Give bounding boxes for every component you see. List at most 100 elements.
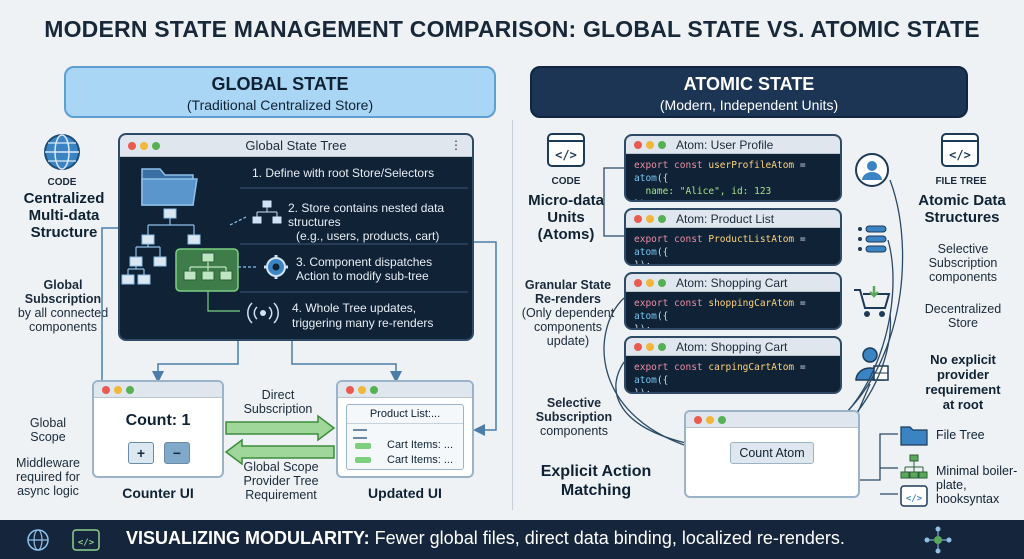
- atom-code: export const carpingCartAtom = atom({ })…: [626, 356, 840, 394]
- footer-banner: </> VISUALIZING MODULARITY: Fewer global…: [0, 520, 1024, 559]
- file-tree-code-icon: </>: [941, 133, 979, 167]
- minimize-dot-icon[interactable]: [114, 385, 122, 394]
- global-state-banner: GLOBAL STATE (Traditional Centralized St…: [64, 66, 496, 118]
- footer-rest: Fewer global files, direct data binding,…: [369, 528, 845, 548]
- close-dot-icon[interactable]: [634, 214, 642, 223]
- close-dot-icon[interactable]: [694, 415, 702, 424]
- step-3-text: 3. Component dispatches: [296, 255, 433, 269]
- code-file-icon: </>: [900, 485, 928, 507]
- centralized-structure-label: Centralized Multi-data Structure: [23, 190, 105, 241]
- updated-ui-label: Updated UI: [368, 485, 442, 501]
- folder-icon: [900, 426, 928, 446]
- close-dot-icon[interactable]: [634, 342, 642, 351]
- code-brace: ({: [656, 311, 669, 322]
- step-2-text: 2. Store contains nested data structures: [288, 201, 445, 229]
- footer-bold: VISUALIZING MODULARITY:: [126, 528, 370, 548]
- close-dot-icon[interactable]: [346, 385, 354, 394]
- more-menu-icon[interactable]: ⋮: [450, 138, 462, 152]
- file-tree-heading: FILE TREE: [935, 176, 987, 187]
- code-op: =: [794, 362, 806, 373]
- count-atom-window: Count Atom: [684, 410, 860, 498]
- code-function: atom: [634, 173, 657, 184]
- state-tree-illustration: [121, 168, 468, 324]
- count-atom-chip[interactable]: Count Atom: [730, 442, 814, 464]
- minimize-dot-icon[interactable]: [646, 214, 654, 223]
- maximize-dot-icon[interactable]: [370, 385, 378, 394]
- svg-text:</>: </>: [78, 538, 95, 548]
- code-line-2: name: "Alice", id: 123: [634, 186, 772, 197]
- decentralized-store-label: Decentralized Store: [924, 302, 1002, 330]
- granular-rerenders-label: Granular State Re-renders (Only dependen…: [514, 278, 622, 348]
- maximize-dot-icon[interactable]: [658, 214, 666, 223]
- svg-text:</>: </>: [555, 148, 577, 162]
- updated-window-titlebar: [338, 382, 472, 398]
- shopping-cart-icon: [854, 286, 891, 317]
- maximize-dot-icon[interactable]: [718, 415, 726, 424]
- maximize-dot-icon[interactable]: [126, 385, 134, 394]
- maximize-dot-icon[interactable]: [658, 140, 666, 149]
- atom-code: export const ProductListAtom = atom({ })…: [626, 228, 840, 266]
- atom-title: Atom: Shopping Cart: [676, 275, 788, 290]
- step-4-text: 4. Whole Tree updates,: [292, 301, 417, 315]
- maximize-dot-icon[interactable]: [658, 342, 666, 351]
- no-provider-label: No explicit provider requirement at root: [925, 352, 1001, 412]
- product-list-header: Product List:...: [347, 405, 463, 424]
- step-1-text: 1. Define with root Store/Selectors: [252, 166, 435, 180]
- atomic-state-banner: ATOMIC STATE (Modern, Independent Units): [530, 66, 968, 118]
- close-dot-icon[interactable]: [128, 141, 136, 150]
- minimize-dot-icon[interactable]: [646, 140, 654, 149]
- minimize-dot-icon[interactable]: [706, 415, 714, 424]
- footer-globe-icon: [27, 529, 49, 551]
- global-state-tree-window: Global State Tree ⋮: [118, 133, 474, 341]
- code-brace: ({: [656, 173, 669, 184]
- micro-data-units-label: Micro-data Units (Atoms): [528, 192, 604, 243]
- provider-requirement-label: Global Scope Provider Tree Requirement: [243, 460, 319, 502]
- code-line-3: });: [634, 388, 652, 394]
- minimize-dot-icon[interactable]: [358, 385, 366, 394]
- atom-code: export const shoppingCarAtom = atom({ })…: [626, 292, 840, 328]
- global-subscription-bold: Global Subscription: [24, 278, 102, 306]
- close-dot-icon[interactable]: [634, 278, 642, 287]
- code-variable: ProductListAtom: [708, 234, 795, 245]
- maximize-dot-icon[interactable]: [152, 141, 160, 150]
- granular-rest: (Only dependent components update): [521, 306, 615, 348]
- cart-items-row-2: Cart Items: ...: [387, 454, 454, 466]
- user-icon: [855, 153, 889, 187]
- global-subscription-label: Global Subscription by all connected com…: [8, 278, 118, 334]
- code-variable: userProfileAtom: [708, 160, 795, 171]
- step-2-detail: (e.g., users, products, cart): [296, 229, 440, 243]
- cart-items-row-1: Cart Items: ...: [387, 439, 454, 451]
- minimize-dot-icon[interactable]: [140, 141, 148, 150]
- global-banner-subtitle: (Traditional Centralized Store): [186, 97, 374, 113]
- minimize-dot-icon[interactable]: [646, 278, 654, 287]
- minimize-dot-icon[interactable]: [646, 342, 654, 351]
- code-line-3: });: [634, 198, 832, 200]
- code-op: =: [794, 160, 806, 171]
- selective-rest: components: [539, 424, 609, 438]
- page-title: MODERN STATE MANAGEMENT COMPARISON: GLOB…: [44, 16, 980, 42]
- count-atom-titlebar: [686, 412, 858, 428]
- selective-bold: Selective Subscription: [535, 396, 613, 424]
- database-list-icon: [858, 225, 887, 253]
- decrement-button[interactable]: −: [164, 442, 190, 464]
- step-3-detail: Action to modify sub-tree: [296, 269, 429, 283]
- maximize-dot-icon[interactable]: [658, 278, 666, 287]
- globe-icon: [44, 134, 80, 170]
- code-keyword: export const: [634, 160, 709, 171]
- global-banner-title: GLOBAL STATE: [211, 74, 349, 94]
- list-icon: [353, 429, 367, 439]
- global-scope-label: Global Scope: [29, 416, 67, 444]
- svg-text:</>: </>: [949, 148, 971, 162]
- increment-button[interactable]: +: [128, 442, 154, 464]
- code-function: atom: [634, 375, 657, 386]
- footer-text: VISUALIZING MODULARITY: Fewer global fil…: [126, 528, 845, 549]
- close-dot-icon[interactable]: [102, 385, 110, 394]
- code-line-3: });: [634, 260, 652, 266]
- granular-bold: Granular State Re-renders: [524, 278, 612, 306]
- atom-title: Atom: Shopping Cart: [676, 339, 788, 354]
- code-keyword: export const: [634, 298, 709, 309]
- close-dot-icon[interactable]: [634, 140, 642, 149]
- atom-code: export const userProfileAtom = atom({ na…: [626, 154, 840, 200]
